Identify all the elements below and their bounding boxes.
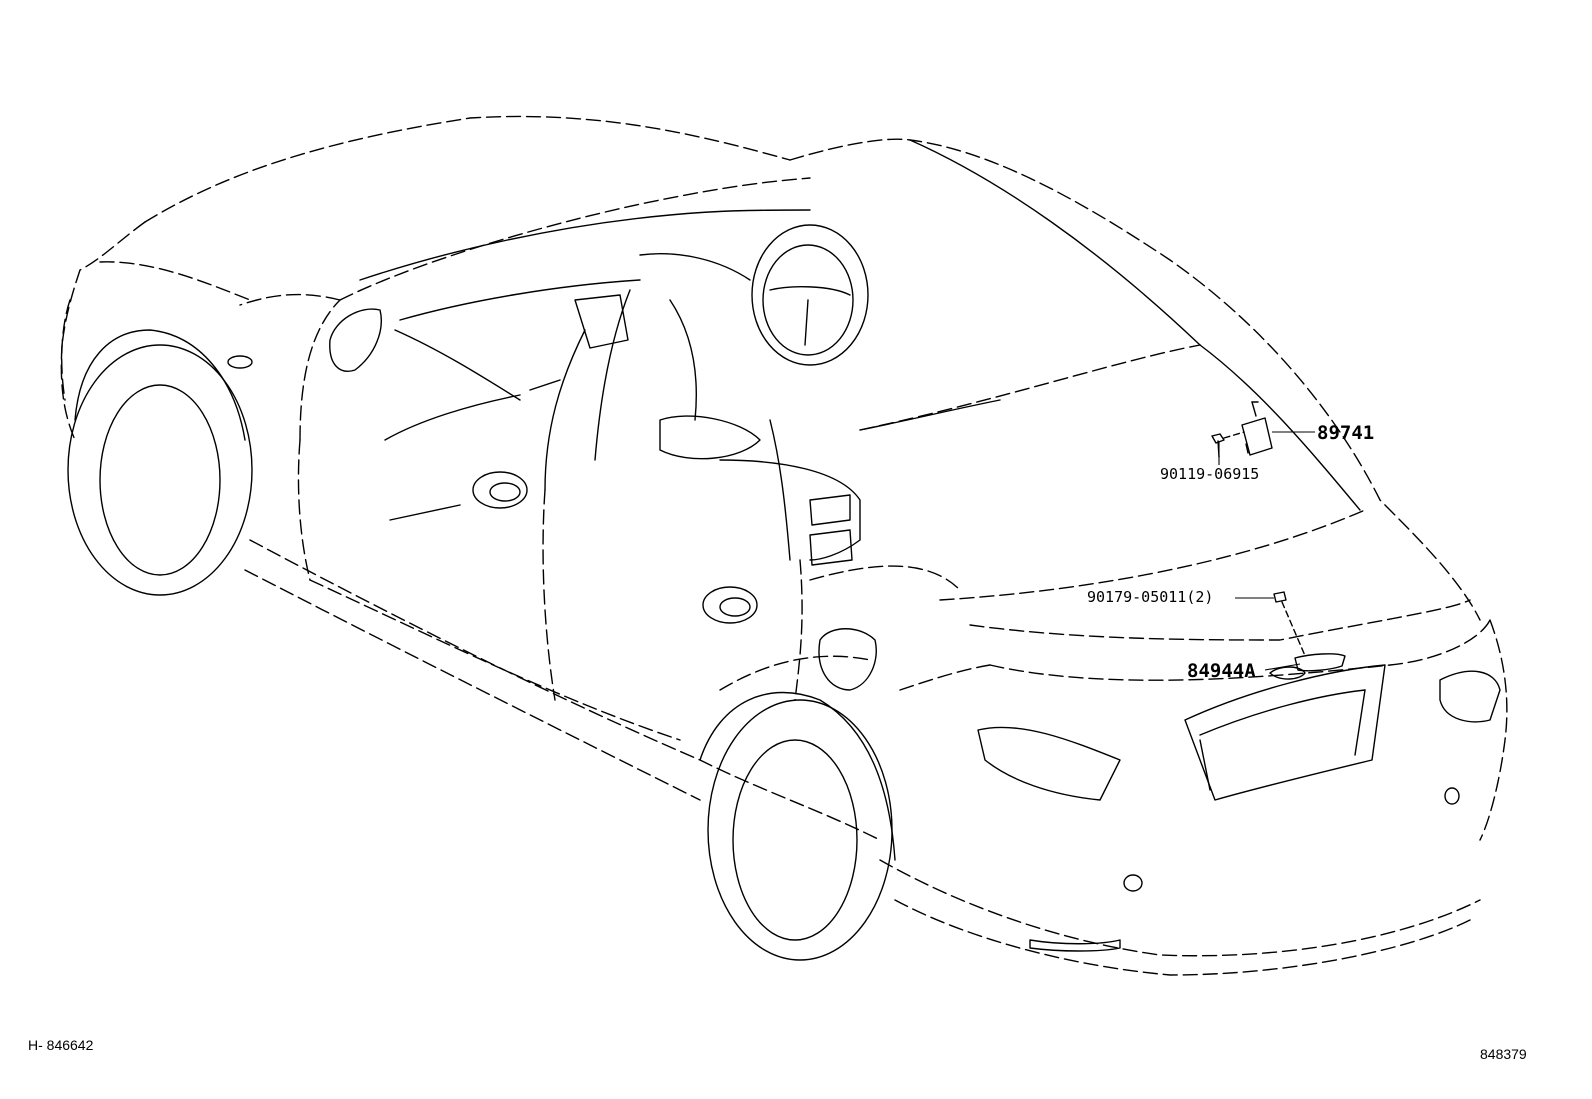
steering-wheel [751, 224, 869, 366]
door-handles [472, 471, 758, 624]
bumper-slot [1029, 939, 1121, 952]
fuel-door [818, 628, 877, 691]
part-90119-bolt [1211, 431, 1245, 465]
drawing-code-right: 848379 [1480, 1046, 1527, 1062]
part-label-84944a: 84944A [1187, 660, 1256, 682]
part-84944a-switch [1264, 653, 1346, 680]
side-mirror [329, 308, 382, 372]
rear-window [859, 139, 1361, 511]
drawing-code-left: H- 846642 [28, 1037, 94, 1053]
part-label-90179-05011: 90179-05011(2) [1087, 588, 1214, 606]
front-wheel [67, 329, 253, 596]
car-body-outline [60, 115, 1508, 976]
part-89741-sensor [1241, 401, 1315, 456]
interior [359, 209, 861, 566]
part-label-90119-06915: 90119-06915 [1160, 465, 1260, 483]
parking-sensors [1123, 787, 1460, 892]
side-marker [227, 355, 253, 369]
part-label-89741: 89741 [1317, 422, 1375, 444]
rear-wheel [699, 691, 896, 961]
part-90179-nut [1235, 591, 1307, 659]
license-plate-area [1184, 664, 1386, 801]
tail-lights [977, 670, 1501, 801]
